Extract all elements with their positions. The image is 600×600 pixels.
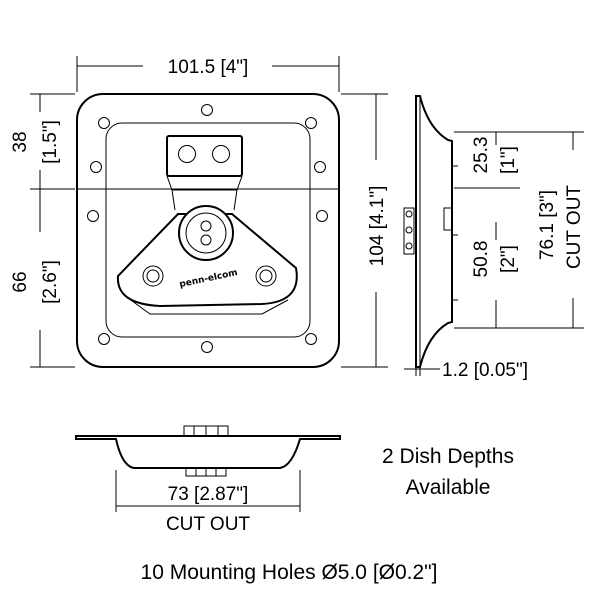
bottom-section-in-label: [2.6"] xyxy=(40,260,61,304)
mounting-hole xyxy=(201,341,213,353)
mounting-hole xyxy=(87,210,99,222)
side-top-in-label: [1"] xyxy=(498,146,519,174)
dimension-left-sections: 38 [1.5"] 66 [2.6"] xyxy=(10,93,75,368)
mounting-hole xyxy=(305,333,317,345)
bottom-section-mm-label: 66 xyxy=(10,271,31,292)
side-mid-mm-label: 50.8 xyxy=(471,241,492,278)
mounting-hole xyxy=(314,161,326,173)
side-top-mm-label: 25.3 xyxy=(471,137,492,174)
top-section-in-label: [1.5"] xyxy=(40,120,61,164)
top-section-mm-label: 38 xyxy=(10,131,31,152)
cutout-height-label: 76.1 [3"] xyxy=(537,190,558,260)
dimension-overall-height: 104 [4.1"] xyxy=(341,93,388,368)
mounting-holes xyxy=(87,104,328,353)
overall-height-label: 104 [4.1"] xyxy=(367,186,388,267)
keeper-plate xyxy=(166,135,243,211)
side-mid-in-label: [2"] xyxy=(498,245,519,273)
mounting-hole xyxy=(98,333,110,345)
dish-outline xyxy=(105,122,311,338)
side-view xyxy=(403,95,458,368)
mounting-hole xyxy=(316,210,328,222)
dimension-thickness: 1.2 [0.05"] xyxy=(404,350,528,381)
handle-rivet-right xyxy=(255,265,277,287)
cutout-width-label: 73 [2.87"] xyxy=(168,484,249,505)
handle-rivet-left xyxy=(142,265,164,287)
dimension-overall-width: 101.5 [4"] xyxy=(76,56,340,92)
side-handle-profile xyxy=(403,207,415,255)
dimension-side: 25.3 [1"] 50.8 [2"] 76.1 [3"] CUT OUT xyxy=(454,131,585,329)
dish-depths-note-line1: 2 Dish Depths xyxy=(382,445,514,468)
bottom-view xyxy=(75,425,341,477)
overall-width-label: 101.5 [4"] xyxy=(168,57,249,78)
mounting-hole xyxy=(201,104,213,116)
mounting-hole xyxy=(90,161,102,173)
thickness-label: 1.2 [0.05"] xyxy=(442,360,528,381)
spindle xyxy=(178,205,234,261)
cutout-height-caption: CUT OUT xyxy=(564,185,585,269)
mounting-holes-note: 10 Mounting Holes Ø5.0 [Ø0.2"] xyxy=(141,561,438,584)
cutout-width-caption: CUT OUT xyxy=(166,514,250,535)
mounting-hole xyxy=(98,117,110,129)
dimension-cutout-width: 73 [2.87"] CUT OUT xyxy=(115,470,301,535)
dish-depths-note-line2: Available xyxy=(406,476,491,499)
mounting-hole xyxy=(305,117,317,129)
front-view: penn-elcom xyxy=(76,93,340,368)
